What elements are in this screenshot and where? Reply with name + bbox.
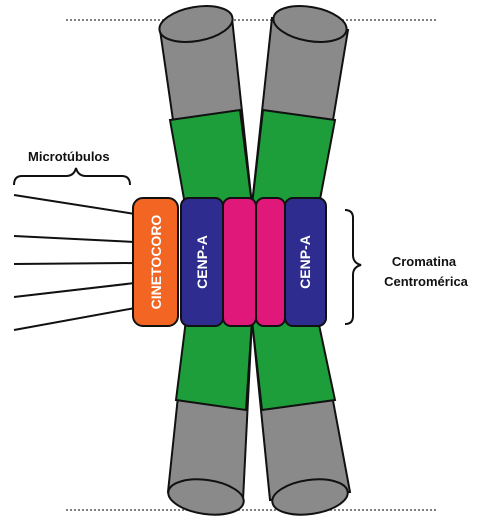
pink-block-right: [256, 198, 285, 326]
right-chromatid-upper: [252, 1, 349, 210]
cromatina-label-line2: Centromérica: [384, 274, 469, 289]
right-chromatid-lower: [252, 320, 350, 519]
microtubule-line: [14, 195, 135, 214]
microtubule-line: [14, 236, 135, 242]
left-chromatid-lower: [166, 320, 252, 519]
microtubule-line: [14, 308, 135, 330]
cromatina-brace: [345, 210, 361, 324]
pink-block-left: [223, 198, 256, 326]
cromatina-label-line1: Cromatina: [392, 254, 457, 269]
microtubules: [14, 195, 135, 330]
left-chromatid-upper: [157, 1, 252, 210]
kinetochore-label: CINETOCORO: [148, 215, 164, 310]
microtubule-line: [14, 263, 135, 264]
microtubule-line: [14, 283, 135, 297]
microtubulos-brace: [14, 168, 130, 185]
cenp-a-left-label: CENP-A: [194, 235, 210, 289]
microtubulos-label: Microtúbulos: [28, 149, 110, 164]
cenp-a-right-label: CENP-A: [297, 235, 313, 289]
